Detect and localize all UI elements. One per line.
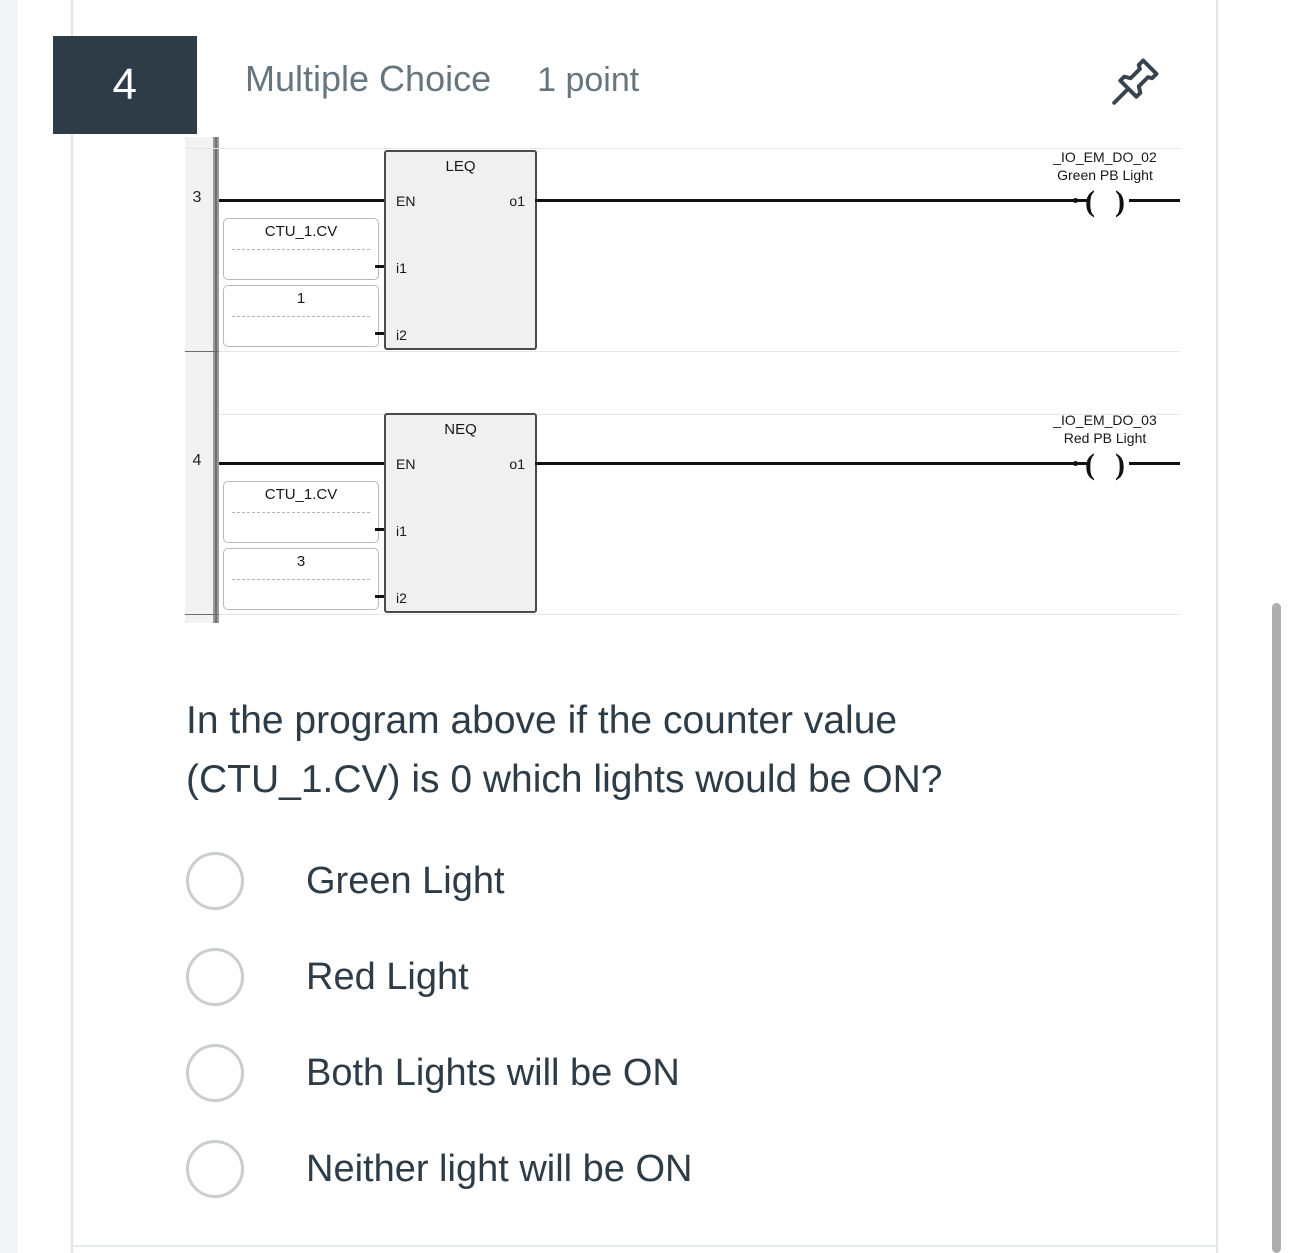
page-left-divider: [71, 0, 73, 1253]
rung-number-3: 3: [192, 189, 202, 206]
rung-4-pin-en: EN: [396, 456, 416, 472]
ladder-rung-gutter: [185, 137, 213, 623]
answer-option-2-label: Red Light: [306, 955, 469, 998]
operand-dash: [232, 316, 370, 317]
rung-separator: [219, 614, 1180, 615]
rung-separator: [185, 148, 1180, 149]
rung-4-pin-o1: o1: [509, 456, 525, 472]
rung-4-i2-stub: [375, 595, 389, 598]
rung-3-function-block-name: LEQ: [445, 158, 476, 175]
question-meta: Multiple Choice 1 point: [245, 58, 639, 100]
rung-3-operand-i2-text: 1: [296, 290, 306, 307]
radio-button-option-3[interactable]: [186, 1044, 244, 1102]
rung-4-coil-address: _IO_EM_DO_03: [1053, 412, 1157, 428]
question-type-label: Multiple Choice: [245, 58, 492, 99]
operand-dash: [232, 579, 370, 580]
rung-4-wire-junction: [1073, 461, 1078, 466]
rung-3-pin-en: EN: [396, 193, 416, 209]
question-prompt: In the program above if the counter valu…: [186, 699, 943, 802]
rung-3-coil-right-paren: ): [1115, 185, 1125, 218]
rung-3-i2-stub: [375, 332, 389, 335]
rung-3-operand-i2[interactable]: 1: [223, 285, 379, 347]
ladder-logic-diagram: 3 CTU_1.CV 1 LEQ EN i1 i2 o1 _IO_EM_DO_0…: [185, 137, 1180, 623]
rung-3-coil-exit-wire: [1129, 199, 1180, 202]
card-right-divider: [1216, 0, 1218, 1253]
rung-separator: [219, 414, 1180, 415]
rung-3-coil-address: _IO_EM_DO_02: [1053, 149, 1157, 165]
radio-button-option-4[interactable]: [186, 1140, 244, 1198]
radio-button-option-2[interactable]: [186, 948, 244, 1006]
answer-options-list: Green Light Red Light Both Lights will b…: [186, 833, 1126, 1217]
rung-3-i1-stub: [375, 265, 389, 268]
rung-3-pin-i1: i1: [396, 260, 407, 276]
rung-4-function-block-neq[interactable]: NEQ EN i1 i2 o1: [384, 413, 537, 613]
rung-3-output-wire: [535, 199, 1089, 202]
rung-4-i1-stub: [375, 528, 389, 531]
operand-dash: [232, 512, 370, 513]
rung-gutter-tick: [185, 351, 219, 352]
rung-4-pin-i2: i2: [396, 590, 407, 606]
rung-4-coil-left-paren: (: [1085, 448, 1095, 481]
rung-4-coil-description: Red PB Light: [1063, 430, 1147, 446]
rung-3-coil-left-paren: (: [1085, 185, 1095, 218]
rung-4-coil-right-paren: ): [1115, 448, 1125, 481]
rung-4-output-coil[interactable]: _IO_EM_DO_03 Red PB Light ( ): [1005, 412, 1180, 482]
rung-separator: [219, 351, 1180, 352]
rung-3-enable-wire: [219, 199, 386, 202]
answer-option-3[interactable]: Both Lights will be ON: [186, 1025, 1126, 1121]
rung-3-output-coil[interactable]: _IO_EM_DO_02 Green PB Light ( ): [1005, 149, 1180, 219]
ladder-power-rail-core: [215, 137, 217, 623]
rung-3-coil-description: Green PB Light: [1057, 167, 1153, 183]
rung-4-enable-wire: [219, 462, 386, 465]
card-bottom-divider: [73, 1245, 1217, 1247]
question-number-badge: 4: [53, 36, 197, 134]
rung-4-output-wire: [535, 462, 1089, 465]
rung-number-4: 4: [192, 452, 202, 469]
rung-3-wire-junction: [1073, 198, 1078, 203]
rung-4-operand-i1-text: CTU_1.CV: [264, 486, 338, 503]
answer-option-4-label: Neither light will be ON: [306, 1147, 693, 1190]
question-points-label: 1 point: [537, 61, 640, 99]
rung-3-pin-i2: i2: [396, 327, 407, 343]
answer-option-4[interactable]: Neither light will be ON: [186, 1121, 1126, 1217]
operand-dash: [232, 249, 370, 250]
rung-3-pin-o1: o1: [509, 193, 525, 209]
rung-3-operand-i1[interactable]: CTU_1.CV: [223, 218, 379, 280]
vertical-scrollbar-thumb[interactable]: [1272, 603, 1281, 1253]
answer-option-1-label: Green Light: [306, 859, 505, 902]
radio-button-option-1[interactable]: [186, 852, 244, 910]
rung-4-operand-i2[interactable]: 3: [223, 548, 379, 610]
rung-3-function-block-leq[interactable]: LEQ EN i1 i2 o1: [384, 150, 537, 350]
rung-4-operand-i1[interactable]: CTU_1.CV: [223, 481, 379, 543]
answer-option-1[interactable]: Green Light: [186, 833, 1126, 929]
rung-4-pin-i1: i1: [396, 523, 407, 539]
rung-4-function-block-name: NEQ: [444, 421, 477, 438]
rung-4-coil-exit-wire: [1129, 462, 1180, 465]
pushpin-icon: [1107, 54, 1163, 115]
pin-question-button[interactable]: [1098, 47, 1172, 121]
rung-gutter-tick: [185, 614, 219, 615]
rung-4-operand-i2-text: 3: [296, 553, 306, 570]
answer-option-3-label: Both Lights will be ON: [306, 1051, 680, 1094]
answer-option-2[interactable]: Red Light: [186, 929, 1126, 1025]
page-left-gutter: [0, 0, 18, 1253]
rung-3-operand-i1-text: CTU_1.CV: [264, 223, 338, 240]
